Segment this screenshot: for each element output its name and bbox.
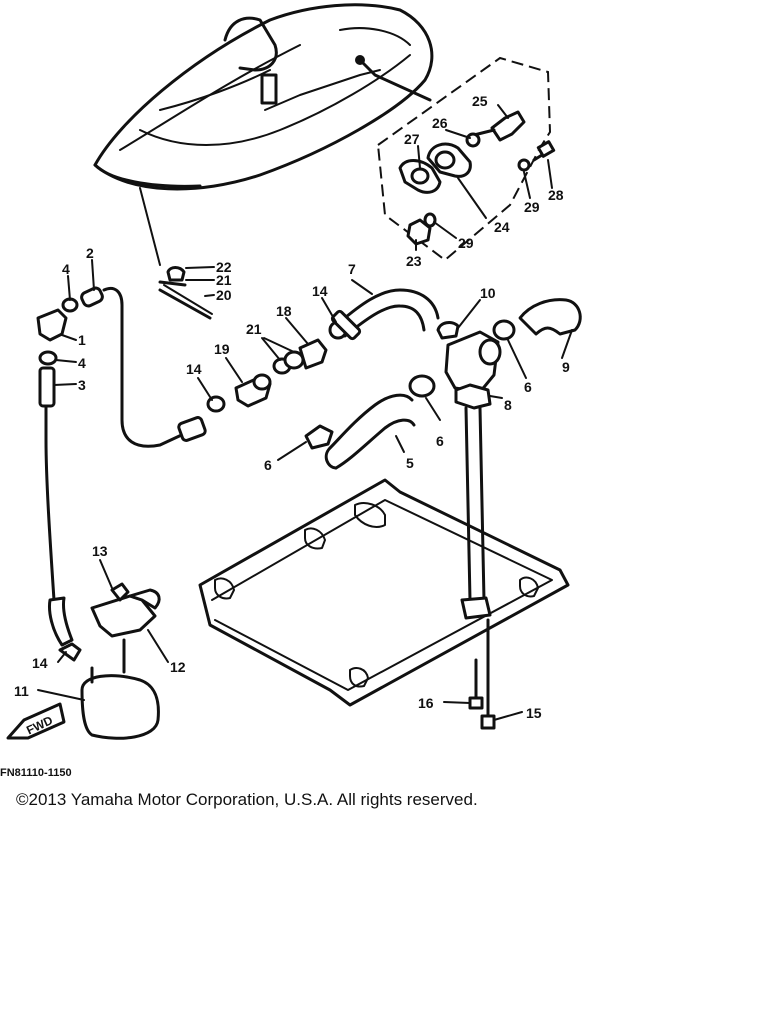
part-25-drain-plug <box>472 110 526 142</box>
callout-3: 3 <box>78 377 86 393</box>
callout-11: 11 <box>14 683 29 699</box>
part-8-valve <box>444 330 502 602</box>
callout-27: 27 <box>404 131 420 147</box>
callout-7: 7 <box>348 261 356 277</box>
copyright-notice: ©2013 Yamaha Motor Corporation, U.S.A. A… <box>16 790 478 809</box>
callout-1: 1 <box>78 332 86 348</box>
callout-2: 2 <box>86 245 94 261</box>
callout-9: 9 <box>562 359 570 375</box>
callout-17: 18 <box>276 303 292 319</box>
part-12-bracket <box>90 588 161 638</box>
callout-23: 23 <box>406 253 422 269</box>
callout-4a: 4 <box>62 261 70 277</box>
callout-16: 16 <box>418 695 434 711</box>
part-27-gasket <box>398 159 442 194</box>
callout-19: 21 <box>246 321 262 337</box>
part-18-fitting <box>234 373 272 408</box>
callout-28: 28 <box>548 187 564 203</box>
figure-code: FN81110-1150 <box>0 767 72 779</box>
leader-lines <box>37 104 573 721</box>
callout-15: 15 <box>526 705 542 721</box>
callout-6c: 6 <box>264 457 272 473</box>
callout-6b: 6 <box>436 433 444 449</box>
part-9-hose <box>518 298 582 336</box>
callout-6a: 6 <box>524 379 532 395</box>
part-16-bolt <box>468 658 484 710</box>
engine-bed-frame <box>198 478 570 707</box>
callout-4b: 4 <box>78 355 86 371</box>
callout-13: 13 <box>92 543 108 559</box>
part-28-bolt <box>532 140 556 162</box>
callout-29a: 29 <box>524 199 540 215</box>
callout-5: 5 <box>406 455 414 471</box>
callout-29b: 29 <box>458 235 474 251</box>
part-5-hose <box>324 393 416 470</box>
callout-26: 26 <box>432 115 448 131</box>
part-20-22-hardware <box>158 266 213 320</box>
parts-diagram: FWD <box>6 3 582 740</box>
callout-14c: 14 <box>32 655 48 671</box>
callout-14b: 14 <box>312 283 328 299</box>
part-24-flange <box>426 142 472 178</box>
callout-12: 12 <box>170 659 186 675</box>
part-1-elbow <box>36 308 68 342</box>
part-11-box <box>80 638 160 740</box>
watercraft-hull <box>93 3 434 191</box>
callout-10: 10 <box>480 285 496 301</box>
callout-24: 24 <box>494 219 510 235</box>
callout-18: 19 <box>214 341 230 357</box>
callout-25: 25 <box>472 93 488 109</box>
callout-21: 21 <box>216 272 232 288</box>
part-15-bolt <box>480 618 496 730</box>
callout-14a: 14 <box>186 361 202 377</box>
fwd-arrow: FWD <box>6 702 66 740</box>
callout-numbers: 4 2 1 4 3 22 21 20 14 19 21 18 14 7 10 9… <box>14 93 570 721</box>
callout-22: 22 <box>216 259 232 275</box>
callout-8: 8 <box>504 397 512 413</box>
callout-20: 20 <box>216 287 232 303</box>
